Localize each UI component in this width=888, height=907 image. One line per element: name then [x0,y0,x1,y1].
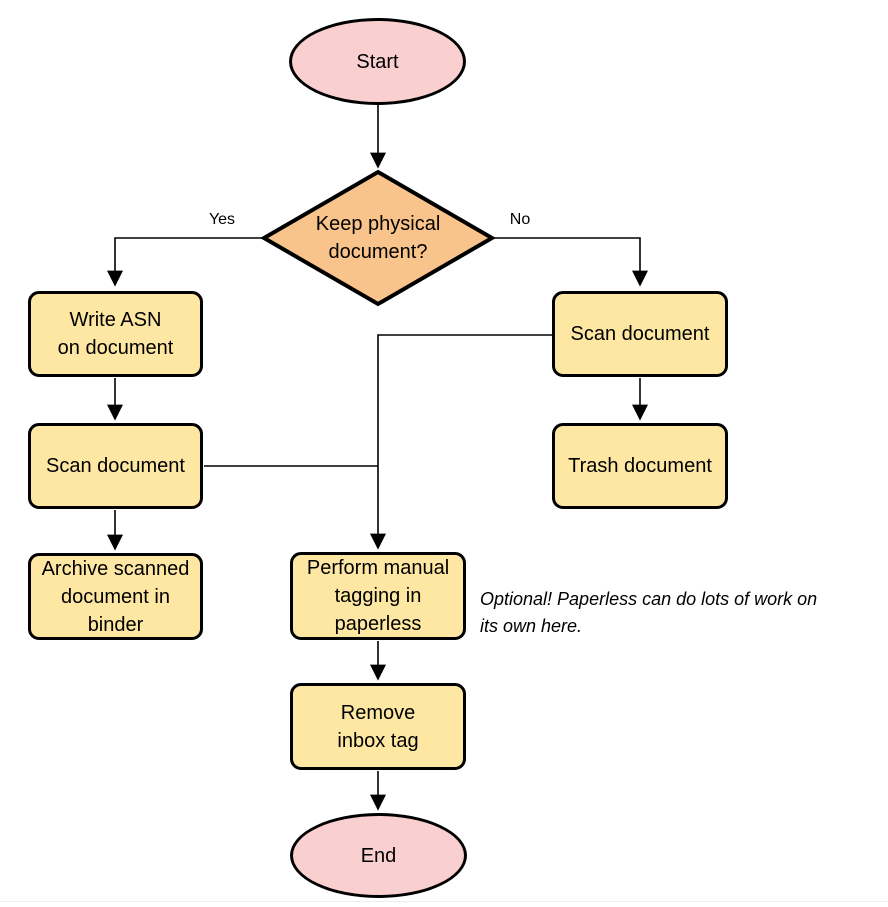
node-keep-physical-diamond [260,169,496,307]
annotation-optional-note: Optional! Paperless can do lots of work … [480,589,818,636]
node-scan-document-right-label: Scan document [570,323,710,345]
edge-decision-no-to-scan-right [492,237,648,287]
node-start-label: Start [356,50,399,73]
page-bottom-divider [0,901,888,902]
node-remove-inbox-tag-label: Remove inbox tag [337,701,419,752]
node-trash-document-label: Trash document [568,455,712,477]
node-start: Start [289,18,466,105]
node-archive-binder: Archive scanned document in binder [28,553,203,640]
node-scan-document-right: Scan document [552,291,728,377]
node-manual-tagging: Perform manual tagging in paperless [290,552,466,640]
node-write-asn-label: Write ASN on document [57,309,174,359]
node-keep-physical-label: Keep physical document? [315,213,441,263]
node-trash-document: Trash document [552,423,728,509]
node-remove-inbox-tag: Remove inbox tag [290,683,466,770]
edge-scan-right-to-tagging [370,334,552,550]
node-scan-document-left-label: Scan document [46,455,185,477]
node-keep-physical-label-wrap: Keep physical document? [288,209,468,267]
node-manual-tagging-label: Perform manual tagging in paperless [306,557,450,635]
node-write-asn: Write ASN on document [28,291,203,377]
edge-decision-yes-to-write-asn [107,237,264,287]
node-archive-binder-label: Archive scanned document in binder [41,557,190,636]
node-end-label: End [360,844,397,867]
node-scan-document-left: Scan document [28,423,203,509]
node-end: End [290,813,467,898]
edge-label-yes: Yes [208,211,236,228]
edge-label-no: No [509,211,531,228]
